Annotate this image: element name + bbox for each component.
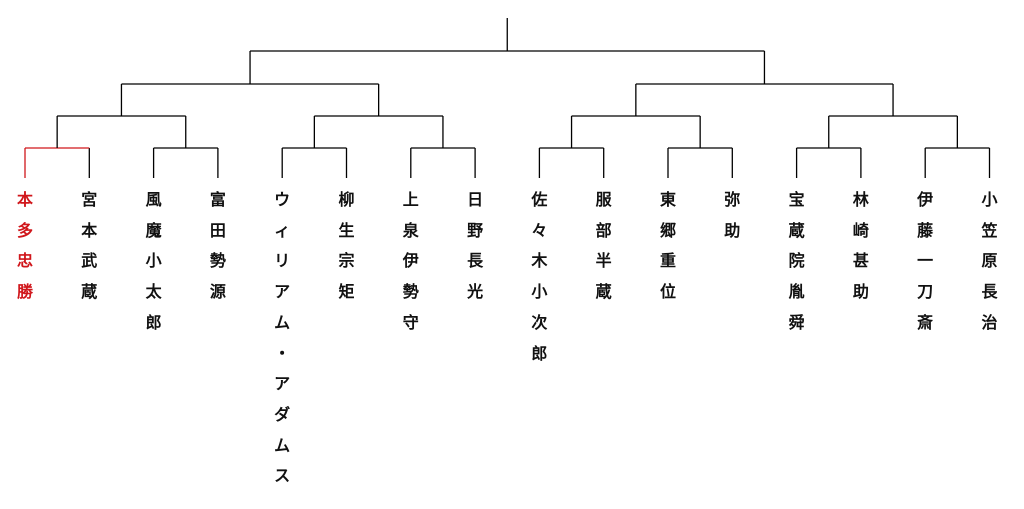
participant-name: 日野長光 [467,190,484,302]
participant-name: 東郷重位 [659,190,676,302]
participant-name: 柳生宗矩 [338,190,355,302]
participant-name: 服部半蔵 [595,190,612,302]
participant-name: 上泉伊勢守 [402,190,419,332]
participant-name: 伊藤一刀斎 [917,190,934,332]
participant-name: 富田勢源 [209,190,226,302]
participant-name: 弥助 [724,190,741,240]
participant-name: 宮本武蔵 [81,190,98,302]
participant-name: 本多忠勝 [16,190,33,302]
participant-name: ウィリアム・アダムス [274,190,291,486]
participant-name: 佐々木小次郎 [531,190,548,363]
participant-name: 宝蔵院胤舜 [788,190,805,332]
participant-name: 風魔小太郎 [145,190,162,332]
participant-name: 小笠原長治 [981,190,998,332]
participant-name: 林崎甚助 [852,190,869,302]
